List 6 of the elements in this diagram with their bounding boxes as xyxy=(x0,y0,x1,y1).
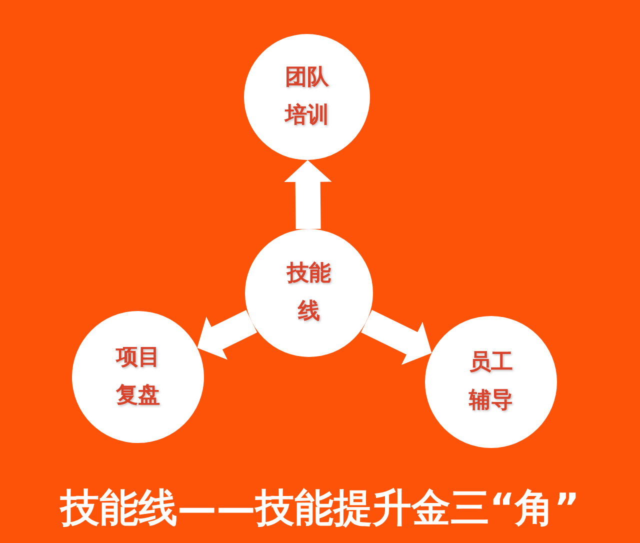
node-label: 技能线 xyxy=(286,260,332,326)
caption: 技能线——技能提升金三“角” xyxy=(60,485,580,533)
node-label: 团队培训 xyxy=(283,64,330,130)
node-label: 员工辅导 xyxy=(468,349,514,415)
node-label: 项目复盘 xyxy=(114,344,161,410)
block-arrow xyxy=(284,160,332,230)
